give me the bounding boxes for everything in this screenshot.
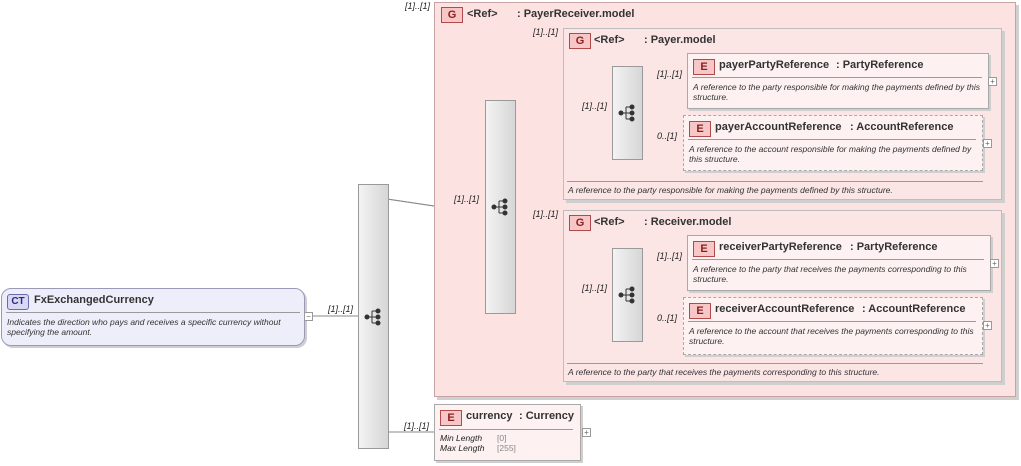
element-description: A reference to the party that receives t… [693, 264, 967, 284]
group-ref-label: <Ref> [594, 34, 625, 46]
group-name: : Payer.model [644, 34, 716, 46]
sequence-icon [618, 104, 635, 122]
element-name: payerPartyReference [719, 59, 830, 71]
expand-toggle[interactable]: + [983, 321, 992, 330]
element-description: A reference to the account responsible f… [689, 144, 972, 164]
facet-value: [255] [497, 443, 516, 453]
expand-toggle[interactable]: + [988, 77, 997, 86]
cardinality-payer-seq: [1]..[1] [582, 101, 608, 111]
facet-value: [0] [497, 433, 507, 443]
group-icon: G [569, 33, 591, 49]
payer-party-reference-element[interactable]: E payerPartyReference : PartyReference A… [687, 53, 989, 109]
element-type: : PartyReference [836, 59, 924, 71]
cardinality-payer-party: [1]..[1] [657, 69, 683, 79]
expand-toggle[interactable]: + [582, 428, 591, 437]
element-type: : AccountReference [862, 303, 966, 315]
cardinality-receiver-group: [1]..[1] [533, 209, 559, 219]
collapse-toggle[interactable]: − [304, 312, 313, 321]
currency-element[interactable]: E currency : Currency Min Length [0] Max… [434, 404, 581, 461]
receiver-party-reference-element[interactable]: E receiverPartyReference : PartyReferenc… [687, 235, 991, 291]
receiver-sequence-compositor[interactable] [612, 248, 643, 342]
inner-sequence-compositor[interactable] [485, 100, 516, 314]
element-name: receiverPartyReference [719, 241, 842, 253]
cardinality-receiver-account: 0..[1] [657, 313, 678, 323]
group-name: : PayerReceiver.model [517, 8, 635, 20]
sequence-icon [491, 198, 508, 216]
sequence-icon [618, 286, 635, 304]
cardinality-inner-seq: [1]..[1] [454, 194, 480, 204]
group-description: A reference to the party responsible for… [568, 185, 893, 195]
element-type: : PartyReference [850, 241, 938, 253]
complex-type-box[interactable]: CT FxExchangedCurrency Indicates the dir… [1, 288, 305, 346]
group-ref-label: <Ref> [467, 8, 498, 20]
expand-toggle[interactable]: + [990, 259, 999, 268]
cardinality-payer-account: 0..[1] [657, 131, 678, 141]
element-name: receiverAccountReference [715, 303, 855, 315]
cardinality-receiver-party: [1]..[1] [657, 251, 683, 261]
divider [692, 77, 982, 78]
complex-type-icon: CT [7, 294, 29, 310]
divider [439, 429, 573, 430]
divider [6, 312, 300, 313]
cardinality-payer-group: [1]..[1] [533, 27, 559, 37]
divider [688, 321, 976, 322]
divider [692, 259, 984, 260]
element-icon: E [689, 303, 711, 319]
element-name: currency [466, 410, 513, 422]
element-type: : Currency [519, 410, 575, 422]
divider [688, 139, 976, 140]
cardinality-currency: [1]..[1] [404, 421, 430, 431]
root-sequence-compositor[interactable] [358, 184, 389, 449]
element-icon: E [693, 59, 715, 75]
element-name: payerAccountReference [715, 121, 842, 133]
element-icon: E [693, 241, 715, 257]
complex-type-name: FxExchangedCurrency [34, 294, 154, 306]
group-name: : Receiver.model [644, 216, 732, 228]
element-type: : AccountReference [850, 121, 954, 133]
receiver-account-reference-element[interactable]: E receiverAccountReference : AccountRefe… [683, 297, 983, 355]
element-icon: E [440, 410, 462, 426]
group-ref-label: <Ref> [594, 216, 625, 228]
group-description: A reference to the party that receives t… [568, 367, 880, 377]
facet-label: Min Length [440, 433, 483, 443]
cardinality-payer-receiver: [1]..[1] [405, 1, 431, 11]
payer-sequence-compositor[interactable] [612, 66, 643, 160]
facet-label: Max Length [440, 443, 485, 453]
payer-account-reference-element[interactable]: E payerAccountReference : AccountReferen… [683, 115, 983, 171]
expand-toggle[interactable]: + [983, 139, 992, 148]
cardinality-receiver-seq: [1]..[1] [582, 283, 608, 293]
group-icon: G [441, 7, 463, 23]
element-description: A reference to the account that receives… [689, 326, 974, 346]
divider [567, 363, 983, 364]
element-description: A reference to the party responsible for… [693, 82, 980, 102]
divider [567, 181, 983, 182]
group-icon: G [569, 215, 591, 231]
cardinality-root-seq: [1]..[1] [328, 304, 354, 314]
sequence-icon [364, 308, 381, 326]
complex-type-description: Indicates the direction who pays and rec… [7, 317, 281, 337]
element-icon: E [689, 121, 711, 137]
